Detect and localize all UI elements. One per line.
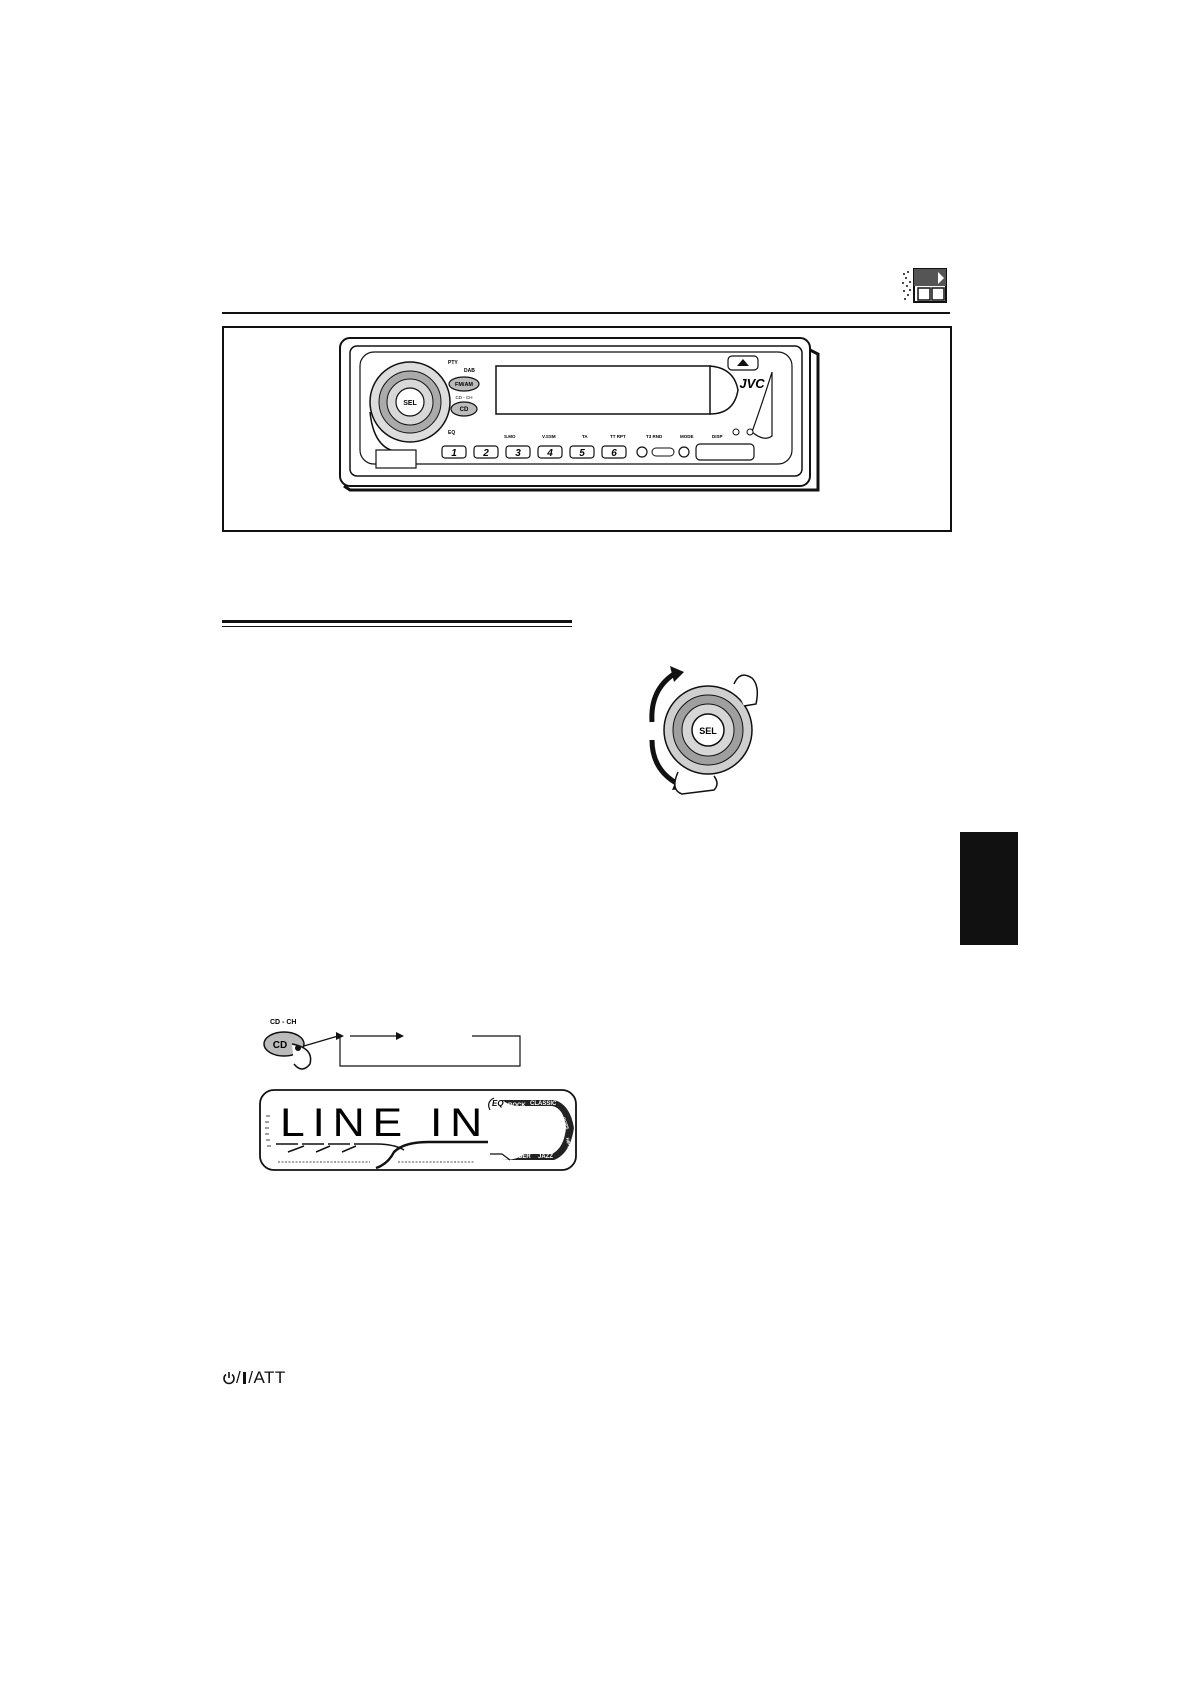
fm-am-label: FM/AM [455,382,473,388]
eq-mode-label: JAZZ [538,1154,553,1160]
cd-label: CD [273,1040,287,1051]
eq-mode-label: POPS [561,1117,570,1130]
preset-button-3[interactable] [505,445,531,459]
preset-label: 2 [482,448,489,459]
fm-am-button[interactable] [448,376,480,392]
func-label: T3 RND [646,434,663,439]
preset-button-4[interactable] [537,445,563,459]
power-att-label: //ATT [222,1368,286,1388]
preset-button-6[interactable] [601,445,627,459]
func-label: S.MO [504,434,516,439]
section-rule-thin [222,626,572,627]
cd-button-illustration: CD - CH CD [263,1019,521,1070]
mode-button[interactable] [636,446,648,458]
preset-label: 4 [546,448,553,459]
preset-button-2[interactable] [473,445,499,459]
display-eq-marker: EQ [492,1099,504,1108]
unit-eq-label: EQ [448,430,455,436]
unit-illustration-box: SEL DAB PTY FM/AM CD - CH CD EQ JVC S.MO… [222,326,952,532]
section-rule-thick [222,620,572,623]
preset-label: 6 [611,448,617,459]
header-rule [222,312,950,314]
eq-mode-label: ROCK [508,1103,526,1109]
mode-label: MODE [680,434,694,439]
power-icon [223,1372,235,1385]
dab-label: DAB [464,368,475,374]
func-label: TT RPT [610,434,626,439]
car-stereo-front-panel: SEL DAB PTY FM/AM CD - CH CD EQ JVC S.MO… [339,337,820,492]
disp-button[interactable] [678,446,690,458]
cd-button[interactable] [450,401,478,417]
unit-sel-label: SEL [403,400,417,407]
control-dial-illustration: SEL [649,666,759,795]
section-thumb-tab [960,832,1018,945]
lcd-display-illustration: LINE IN EQ ROCK CLASSIC USER JAZZ POPS H… [259,1089,577,1171]
att-text: ATT [253,1368,286,1387]
preset-button-1[interactable] [441,445,467,459]
display-text: LINE IN [280,1101,490,1145]
unit-cd-ch-label: CD - CH [456,395,473,400]
eq-mode-label: USER [514,1154,531,1160]
preset-button-5[interactable] [569,445,595,459]
pty-label: PTY [448,360,458,366]
jvc-logo: JVC [739,376,765,391]
eq-mode-label: HIP HOP [565,1137,573,1156]
section-icon [902,268,947,303]
preset-label: 1 [451,448,457,459]
dial-sel-label: SEL [699,726,717,736]
preset-label: 3 [515,448,521,459]
eq-mode-label: CLASSIC [530,1101,557,1107]
disp-label: DISP [712,434,723,439]
unit-cd-label: CD [460,407,469,413]
preset-label: 5 [579,448,585,459]
cd-ch-label: CD - CH [270,1019,296,1026]
func-label: V.SSM [542,434,556,439]
func-label: TA [582,434,588,439]
